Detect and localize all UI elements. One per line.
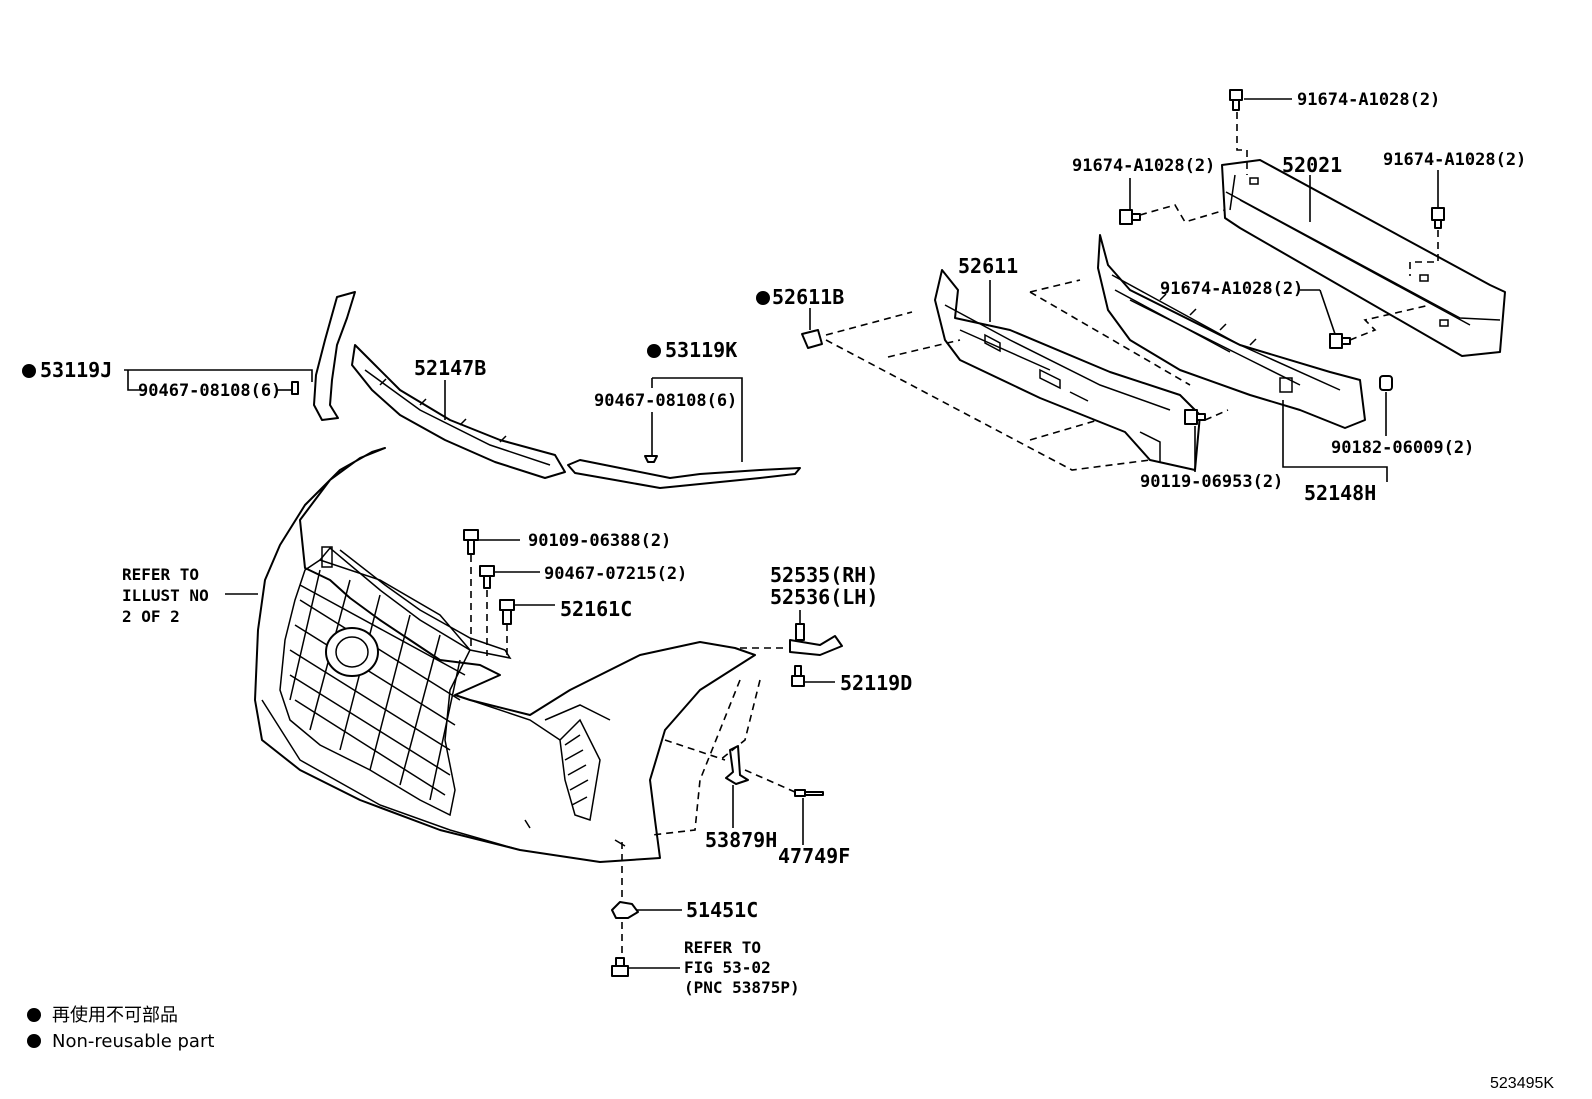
label-91674-right: 91674-A1028(2)	[1383, 150, 1526, 170]
clip-90467-07215	[479, 565, 495, 589]
bolt-refer-fig	[611, 957, 629, 977]
refer-fig-line-3: (PNC 53875P)	[684, 978, 800, 997]
nut-90182	[1379, 375, 1393, 391]
legend-bullet-english	[27, 1034, 41, 1048]
label-52119D: 52119D	[840, 671, 912, 695]
label-90119: 90119-06953(2)	[1140, 472, 1283, 492]
clip-52161C	[499, 599, 515, 625]
label-91674-top: 91674-A1028(2)	[1297, 90, 1440, 110]
label-90109: 90109-06388(2)	[528, 531, 671, 551]
bolt-90119	[1184, 409, 1206, 425]
label-91674-mid: 91674-A1028(2)	[1160, 279, 1303, 299]
non-reusable-bullet-53119J	[22, 364, 36, 378]
label-52147B: 52147B	[414, 356, 486, 380]
label-90182: 90182-06009(2)	[1331, 438, 1474, 458]
clip-52611B	[801, 329, 823, 349]
refer-illust-note: REFER TO ILLUST NO 2 OF 2	[122, 565, 209, 626]
refer-fig-line-2: FIG 53-02	[684, 958, 771, 977]
clip-90467-08108-right	[644, 455, 658, 463]
label-47749F: 47749F	[778, 844, 850, 868]
label-90467-08108-right: 90467-08108(6)	[594, 391, 737, 411]
bolt-91674-left	[1119, 209, 1141, 225]
label-52611B: 52611B	[772, 285, 844, 309]
label-53879H: 53879H	[705, 828, 777, 852]
non-reusable-bullet-52611B	[756, 291, 770, 305]
bracket-53879H	[725, 745, 749, 785]
bolt-90109	[463, 529, 479, 555]
label-52535: 52535(RH)	[770, 563, 878, 587]
bolt-91674-right	[1431, 207, 1445, 229]
legend: 再使用不可部品 Non-reusable part	[27, 1005, 214, 1052]
label-90467-07215: 90467-07215(2)	[544, 564, 687, 584]
label-52021: 52021	[1282, 153, 1342, 177]
illustration-code: 523495K	[1490, 1075, 1554, 1092]
bolt-91674-top	[1229, 89, 1243, 111]
bumper-retainer-52147B	[351, 344, 566, 479]
screw-52119D	[791, 665, 805, 687]
refer-fig-line-1: REFER TO	[684, 938, 761, 957]
bumper-support-52148H	[1097, 234, 1366, 429]
label-52161C: 52161C	[560, 597, 632, 621]
nut-51451C	[611, 901, 639, 919]
bolt-91674-mid	[1329, 333, 1351, 349]
legend-bullet-japanese	[27, 1008, 41, 1022]
clip-90467-08108-left	[291, 381, 299, 395]
front-bumper-cover	[254, 447, 756, 863]
moulding-53119J	[313, 291, 356, 421]
moulding-53119K	[567, 459, 801, 489]
label-53119J: 53119J	[40, 358, 112, 382]
legend-english: Non-reusable part	[52, 1031, 214, 1052]
legend-japanese: 再使用不可部品	[52, 1005, 178, 1026]
bumper-reinforcement-52021	[1221, 159, 1506, 357]
refer-illust-line-2: ILLUST NO	[122, 586, 209, 605]
label-52611: 52611	[958, 254, 1018, 278]
label-52536: 52536(LH)	[770, 585, 878, 609]
refer-fig-note: REFER TO FIG 53-02 (PNC 53875P)	[684, 938, 800, 997]
refer-illust-line-1: REFER TO	[122, 565, 199, 584]
label-53119K: 53119K	[665, 338, 737, 362]
label-91674-left: 91674-A1028(2)	[1072, 156, 1215, 176]
label-52148H: 52148H	[1304, 481, 1376, 505]
label-51451C: 51451C	[686, 898, 758, 922]
bracket-52535	[789, 623, 843, 656]
leader-lines	[124, 98, 1439, 969]
non-reusable-bullet-53119K	[647, 344, 661, 358]
refer-illust-line-3: 2 OF 2	[122, 607, 180, 626]
label-90467-08108-left: 90467-08108(6)	[138, 381, 281, 401]
part-labels: 91674-A1028(2) 91674-A1028(2) 52021 9167…	[40, 90, 1526, 922]
assembly-dashed-lines	[470, 112, 1439, 958]
pin-47749F	[794, 789, 824, 797]
